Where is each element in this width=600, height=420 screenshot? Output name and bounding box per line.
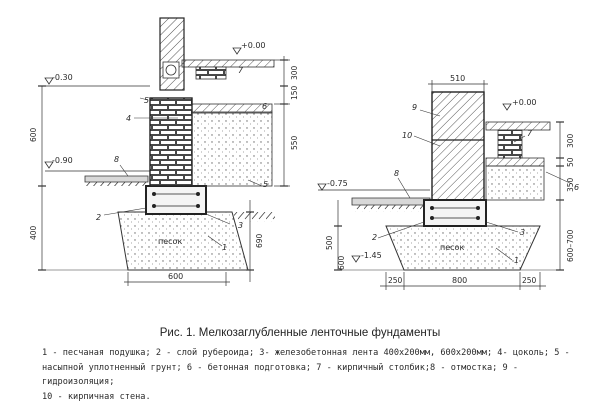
left-level-mid: -0.90	[52, 156, 73, 165]
left-dim-l1: 400	[29, 225, 38, 240]
left-callout-7: 7	[238, 66, 244, 75]
left-callout-2: 2	[96, 213, 101, 222]
left-dim-r0: 300	[290, 65, 299, 80]
foundation-drawing: +0.00 -0.30 -0.90 300 150 550 690 600 40…	[29, 17, 579, 290]
right-dim-l1: 600	[337, 255, 346, 270]
right-section: +0.00 -0.75 -1.45 510 300 50 350 600–700…	[317, 74, 579, 290]
left-section: +0.00 -0.30 -0.90 300 150 550 690 600 40…	[29, 17, 299, 286]
right-dim-r0: 300	[566, 133, 575, 148]
left-callout-8: 8	[114, 155, 119, 164]
wall-right	[431, 91, 485, 201]
right-dim-r3: 600–700	[566, 229, 575, 262]
right-dim-r1: 50	[566, 157, 575, 167]
concrete-strip-left	[145, 185, 207, 215]
concrete-strip-right	[423, 199, 487, 227]
blind-area-right	[351, 197, 431, 206]
right-callout-2: 2	[372, 233, 377, 242]
left-dim-bottom: 600	[168, 272, 183, 281]
left-level-top: +0.00	[241, 41, 266, 50]
right-dim-top: 510	[450, 74, 465, 83]
right-callout-6: 6	[574, 183, 579, 192]
right-callout-1: 1	[514, 256, 519, 265]
left-callout-4: 4	[126, 114, 131, 123]
right-callout-9: 9	[412, 103, 417, 112]
figure-caption: Рис. 1. Мелкозаглубленные ленточные фунд…	[159, 327, 441, 339]
left-callout-5a: 5	[144, 96, 149, 105]
right-level-left: -0.75	[327, 179, 348, 188]
right-level-bottom: -1.45	[361, 251, 382, 260]
right-dim-l0: 500	[325, 235, 334, 250]
right-dim-b0: 250	[388, 276, 403, 285]
brick-plinth-left	[149, 97, 193, 187]
right-callout-7: 7	[527, 129, 533, 138]
backfill-left	[191, 111, 273, 187]
blind-area-left	[84, 175, 149, 183]
backfill-right	[485, 165, 545, 201]
right-soil-label: песок	[440, 243, 464, 252]
left-dim-l0: 600	[29, 127, 38, 142]
right-callout-3: 3	[520, 228, 525, 237]
wall-left	[159, 17, 185, 91]
left-dim-r3: 690	[255, 233, 264, 248]
right-level-top: +0.00	[512, 98, 537, 107]
left-callout-1: 1	[222, 243, 227, 252]
left-dim-r2: 550	[290, 135, 299, 150]
left-dim-r1: 150	[290, 85, 299, 100]
right-callout-8: 8	[394, 169, 399, 178]
right-dim-b1: 800	[452, 276, 467, 285]
right-dim-b2: 250	[522, 276, 537, 285]
left-callout-5b: 5	[263, 180, 268, 189]
left-callout-6: 6	[262, 102, 267, 111]
left-soil-label: песок	[158, 237, 182, 246]
right-dim-r2: 350	[566, 177, 575, 192]
figure-legend: 1 - песчаная подушка; 2 - слой рубероида…	[42, 348, 570, 402]
left-level-left: -0.30	[52, 73, 73, 82]
left-callout-3: 3	[238, 221, 243, 230]
right-callout-10: 10	[402, 131, 412, 140]
sand-cushion-left	[117, 211, 249, 271]
